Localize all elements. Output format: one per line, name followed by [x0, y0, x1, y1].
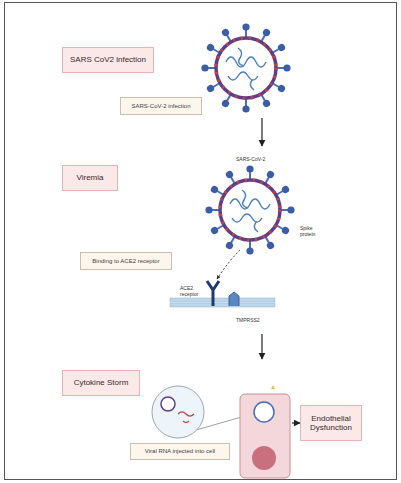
box-text: SARS-CoV-2 infection — [131, 103, 190, 110]
ace2-receptor — [207, 281, 219, 306]
cell-nucleus — [252, 446, 276, 470]
tmprss2-protease — [229, 292, 239, 306]
virus-illustration — [201, 23, 290, 112]
figure-frame — [5, 3, 397, 480]
step-box: Viral RNA injected into cell — [130, 443, 230, 460]
flow-arrow — [261, 334, 262, 359]
cell-marker — [271, 385, 275, 389]
virus-illustration — [205, 165, 294, 254]
box-text: SARS CoV2 infection — [70, 55, 146, 64]
cell-membrane — [170, 298, 275, 302]
box-text: Binding to ACE2 receptor — [92, 258, 159, 265]
magnifier — [152, 386, 204, 438]
stage-box: Viremia — [62, 165, 118, 191]
cell-membrane — [170, 303, 275, 307]
part-label: Spike protein — [300, 226, 322, 238]
step-box: SARS-CoV-2 infection — [120, 97, 202, 115]
box-text: Endothelial Dysfunction — [301, 414, 361, 432]
box-text: Viral RNA injected into cell — [145, 448, 215, 455]
endothelial-cell — [240, 394, 290, 478]
stage-box: Cytokine Storm — [62, 370, 140, 396]
box-text: Cytokine Storm — [74, 378, 129, 387]
endosome — [254, 402, 274, 422]
virus-particle — [161, 397, 175, 411]
flow-arrow — [261, 118, 262, 146]
viral-rna — [178, 412, 194, 423]
part-label: ACE2 receptor — [180, 286, 204, 298]
flow-arrow — [292, 422, 300, 423]
stage-box: SARS CoV2 infection — [62, 47, 154, 73]
part-label: TMPRSS2 — [236, 318, 266, 324]
stage-box: Endothelial Dysfunction — [300, 405, 362, 441]
part-label: SARS-CoV-2 — [236, 157, 270, 163]
step-box: Binding to ACE2 receptor — [80, 252, 172, 270]
box-text: Viremia — [77, 173, 104, 182]
binding-arrow — [217, 250, 240, 279]
